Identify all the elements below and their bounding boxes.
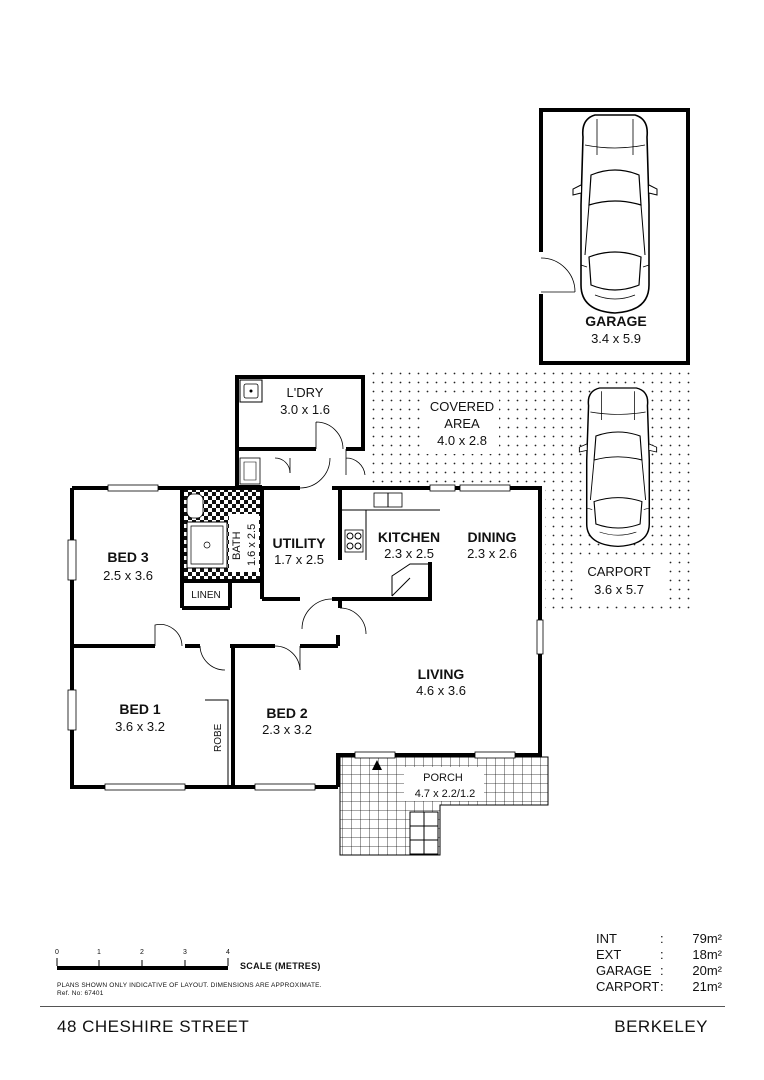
scale-tick-2: 2 [140,949,144,956]
scale-tick-0: 0 [55,949,59,956]
bed2-dims: 2.3 x 3.2 [262,722,312,737]
utility-dims: 1.7 x 2.5 [274,552,324,567]
bed3-dims: 2.5 x 3.6 [103,568,153,583]
outdoor-door-swing [345,449,366,476]
garage-name: GARAGE [585,313,646,329]
garage-walls [539,108,690,365]
porch-steps [409,811,439,855]
bed1-dims: 3.6 x 3.2 [115,719,165,734]
scale-tick-4: 4 [226,949,230,956]
linen-name: LINEN [191,590,220,601]
garage-car-icon [572,114,658,314]
area-sep: : [660,947,664,962]
area-row-int: INT : 79m² [596,931,722,947]
area-sep: : [660,931,664,946]
area-row-garage: GARAGE : 20m² [596,963,722,979]
scale-label: SCALE (METRES) [240,961,321,971]
laundry-name: L'DRY [287,385,324,400]
area-sep: : [660,963,664,978]
dining-dims: 2.3 x 2.6 [467,546,517,561]
footer-divider [40,1006,725,1007]
laundry-door-swing [315,421,344,450]
bath-name: BATH [231,531,243,560]
scale-bar: 0 1 2 3 4 [55,949,230,970]
covered-area-name-2: AREA [444,416,480,431]
entry-arrow-icon [372,760,382,770]
laundry-walls [235,375,365,451]
porch-name: PORCH [423,772,463,784]
covered-area-dims: 4.0 x 2.8 [437,433,487,448]
kitchen-bench [342,492,440,597]
floor-plan: GARAGE 3.4 x 5.9 L'DRY 3.0 x 1.6 COVERED… [55,108,690,970]
garage-dims: 3.4 x 5.9 [591,331,641,346]
disclaimer-line-1: PLANS SHOWN ONLY INDICATIVE OF LAYOUT. D… [57,982,322,989]
area-value: 20m² [692,963,722,978]
utility-name: UTILITY [273,535,327,551]
area-label: EXT [596,947,622,962]
porch-dims: 4.7 x 2.2/1.2 [415,788,476,800]
property-suburb: BERKELEY [614,1017,708,1036]
disclaimer: PLANS SHOWN ONLY INDICATIVE OF LAYOUT. D… [57,982,322,998]
carport-dims: 3.6 x 5.7 [594,582,644,597]
area-value: 21m² [692,979,722,994]
covered-area-name-1: COVERED [430,399,494,414]
bath-dims: 1.6 x 2.5 [246,524,258,566]
bath-walls [182,486,262,583]
area-summary: INT : 79m² EXT : 18m² GARAGE : 20m² CARP… [596,931,722,995]
area-row-carport: CARPORT : 21m² [596,979,722,995]
linen-walls [182,579,232,608]
area-sep: : [660,979,664,994]
kitchen-name: KITCHEN [378,529,440,545]
dining-name: DINING [468,529,517,545]
carport-name: CARPORT [587,564,650,579]
area-value: 18m² [692,947,722,962]
utility-walls [262,486,340,601]
bed3-name: BED 3 [107,549,148,565]
bed3-walls [72,488,230,648]
bath-label-bg [229,514,259,572]
kitchen-dims: 2.3 x 2.5 [384,546,434,561]
laundry-tub-icon [239,379,263,403]
garage-door-swing [537,252,576,294]
area-label: INT [596,931,617,946]
scale-tick-3: 3 [183,949,187,956]
hall-walls [230,635,340,787]
bed2-name: BED 2 [266,705,307,721]
covered-label-bg [425,396,499,454]
wc-fittings [239,457,291,485]
area-label: GARAGE [596,963,652,978]
porch-label-bg [404,767,484,801]
robe-name: ROBE [213,723,224,752]
living-name: LIVING [418,666,465,682]
house-exterior-walls [70,486,542,789]
windows [67,484,544,791]
laundry-dims: 3.0 x 1.6 [280,402,330,417]
living-dims: 4.6 x 3.6 [416,683,466,698]
area-row-ext: EXT : 18m² [596,947,722,963]
porch-surface [339,756,549,856]
scale-tick-1: 1 [97,949,101,956]
carport-label-bg [574,559,664,603]
door-swings [154,457,367,671]
disclaimer-ref: Ref. No: 67401 [57,990,104,997]
carport-car-icon [578,387,658,548]
kitchen-walls [338,488,432,608]
area-label: CARPORT [596,979,660,994]
bed1-robe-walls [205,699,229,787]
bed1-name: BED 1 [119,701,160,717]
basin-icon [186,493,204,519]
shower-icon [186,521,228,569]
area-value: 79m² [692,931,722,946]
property-address: 48 CHESHIRE STREET [57,1017,250,1036]
